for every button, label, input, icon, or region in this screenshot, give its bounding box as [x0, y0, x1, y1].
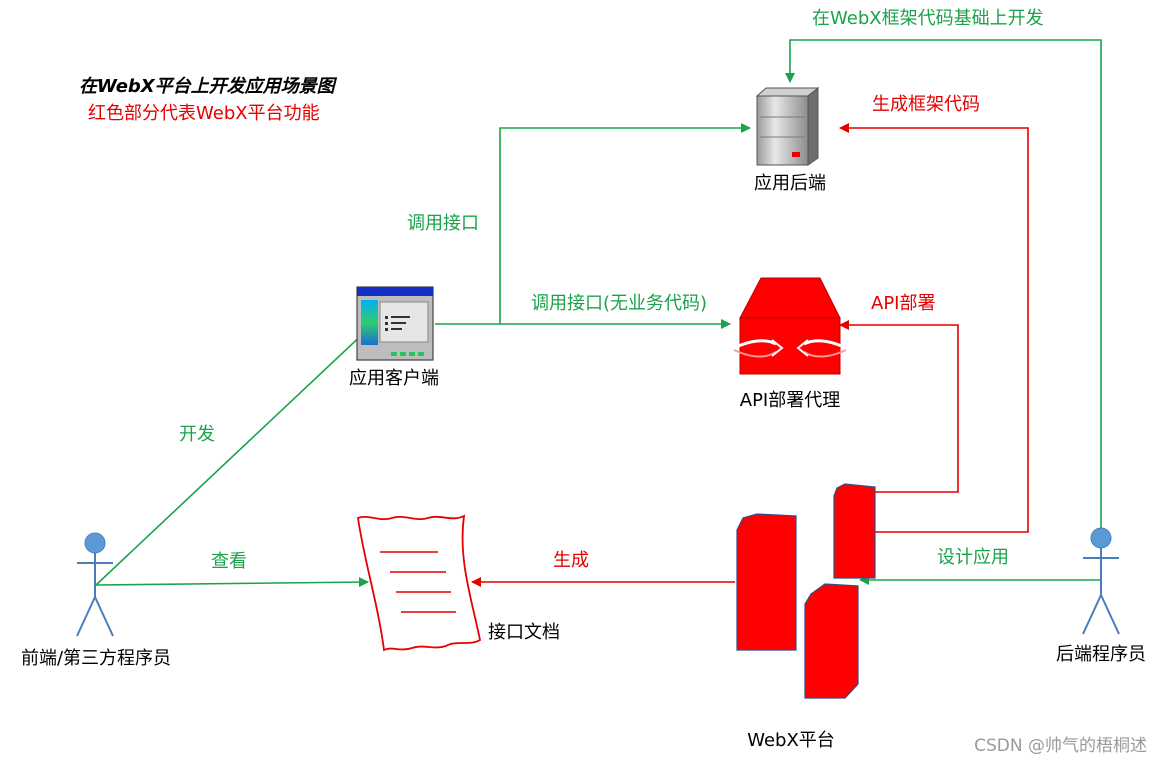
edge-call-interface — [435, 123, 751, 325]
edge-label-generate-framework: 生成框架代码 — [872, 94, 980, 115]
server-icon — [755, 86, 820, 166]
edge-label-generate: 生成 — [553, 550, 589, 571]
diagram-title: 在WebX平台上开发应用场景图 — [79, 76, 338, 97]
actor-label-backend-developer: 后端程序员 — [1056, 644, 1146, 665]
document-scroll-icon — [357, 514, 482, 652]
app-window-icon — [356, 286, 434, 361]
edge-generate-framework — [839, 123, 1029, 533]
node-label-app-backend: 应用后端 — [754, 173, 826, 194]
diagram-subtitle: 红色部分代表WebX平台功能 — [88, 103, 320, 124]
webx-platform-icon — [736, 483, 876, 699]
frontend-developer-actor-icon — [76, 532, 114, 637]
actor-label-frontend-developer: 前端/第三方程序员 — [21, 648, 171, 669]
edge-label-call-interface-no-biz: 调用接口(无业务代码) — [531, 293, 707, 314]
edge-api-deploy — [839, 320, 959, 493]
edge-label-call-interface: 调用接口 — [407, 213, 479, 234]
edge-label-api-deploy: API部署 — [871, 293, 935, 314]
edge-label-view: 查看 — [211, 551, 247, 572]
edge-view — [95, 577, 369, 588]
node-label-webx-platform: WebX平台 — [747, 730, 835, 751]
edge-develop — [95, 329, 368, 586]
edge-label-develop: 开发 — [179, 424, 215, 445]
watermark: CSDN @帅气的梧桐述 — [974, 736, 1147, 756]
edge-label-develop-on-framework: 在WebX框架代码基础上开发 — [812, 8, 1044, 29]
node-label-app-client: 应用客户端 — [349, 368, 439, 389]
node-label-api-proxy: API部署代理 — [740, 390, 840, 411]
backend-developer-actor-icon — [1082, 527, 1120, 635]
node-label-interface-doc: 接口文档 — [488, 622, 560, 643]
edge-label-design-app: 设计应用 — [937, 547, 1009, 568]
api-proxy-icon — [733, 277, 847, 375]
edge-develop-on-framework — [785, 39, 1102, 528]
